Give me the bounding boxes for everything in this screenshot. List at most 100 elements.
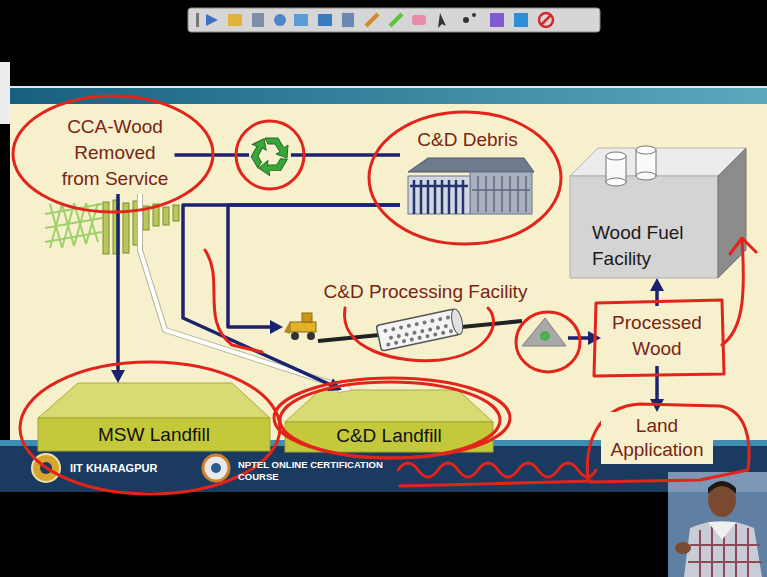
pen-annotation: [274, 378, 510, 458]
conveyor-illustration: [376, 309, 460, 351]
recycle-symbol: [246, 134, 291, 179]
label-slot: NPTEL ONLINE CERTIFICATION COURSE: [238, 459, 388, 483]
node-label: Land Application: [605, 414, 709, 462]
fence-illustration: [103, 202, 109, 254]
pen-toolbar: [342, 13, 354, 27]
pen-annotation: [400, 481, 592, 486]
conveyor-illustration: [402, 339, 407, 344]
conveyor-illustration: [302, 313, 312, 322]
conveyor-illustration: [433, 332, 438, 337]
facility-node: Wood Fuel Facility: [570, 148, 746, 278]
pen-toolbar: [412, 15, 426, 25]
conveyor-illustration: [404, 332, 409, 337]
landfill-illustration: [285, 390, 493, 422]
facility-illustration: [570, 148, 746, 176]
facility-illustration: [606, 178, 626, 186]
presenter-video: [708, 522, 736, 540]
recycle-symbol: [265, 138, 288, 158]
course-logo: [211, 463, 221, 473]
presenter-video: [684, 521, 762, 577]
pen-toolbar: [490, 13, 504, 27]
connector-line: [228, 205, 400, 327]
conveyor-illustration: [307, 332, 315, 340]
landfill-illustration: [38, 418, 270, 451]
conveyor-illustration: [407, 323, 412, 328]
pen-annotation: [13, 96, 213, 212]
conveyor-illustration: [422, 320, 427, 325]
pen-annotation: [594, 300, 724, 376]
conveyor-illustration: [383, 328, 388, 333]
building-illustration: [472, 176, 530, 212]
building-illustration: [408, 158, 534, 172]
pen-annotation: [516, 312, 580, 372]
conveyor-illustration: [376, 308, 465, 351]
pen-toolbar: [390, 14, 402, 26]
header-line: [10, 86, 767, 88]
fence-illustration: [163, 207, 169, 225]
footer-label: NPTEL ONLINE CERTIFICATION COURSE: [238, 459, 388, 483]
conveyor-illustration: [522, 318, 566, 346]
pen-toolbar: [228, 14, 242, 26]
pen-toolbar: [188, 8, 600, 32]
pen-annotation: [236, 121, 304, 189]
conveyor-illustration: [425, 334, 430, 339]
presenter-video: [668, 472, 767, 577]
landfill-node: C&D Landfill: [285, 390, 493, 452]
pen-toolbar: [318, 14, 332, 26]
pen-toolbar: [196, 13, 199, 27]
flow-arrow: [111, 194, 125, 383]
conveyor-illustration: [414, 322, 419, 327]
node-label: C&D Debris: [417, 128, 517, 152]
conveyor-illustration: [443, 324, 448, 329]
node-label: MSW Landfill: [98, 423, 210, 447]
pen-annotation: [722, 238, 756, 345]
conveyor-illustration: [449, 329, 454, 334]
conveyor-illustration: [383, 315, 453, 347]
footer-label: IIT KHARAGPUR: [70, 461, 190, 475]
window-edge: [0, 62, 10, 124]
connector-line: [140, 194, 343, 387]
conveyor-illustration: [446, 315, 451, 320]
conveyor-illustration: [389, 335, 394, 340]
recycle-symbol: [246, 138, 288, 179]
pen-toolbar: [206, 14, 218, 26]
pen-toolbar: [188, 8, 600, 32]
conveyor-illustration: [399, 325, 404, 330]
conveyor-illustration: [409, 337, 414, 342]
arrow-head: [270, 320, 283, 334]
pen-toolbar: [366, 14, 378, 26]
pen-annotation: [369, 112, 561, 244]
connector-line: [140, 194, 343, 387]
arrow-head: [111, 370, 125, 383]
pen-annotation: [398, 463, 596, 477]
landfill-node: MSW Landfill: [38, 383, 270, 451]
conveyor-illustration: [396, 334, 401, 339]
pen-toolbar: [472, 13, 476, 17]
conveyor-illustration: [420, 329, 425, 334]
conveyor-illustration: [291, 332, 299, 340]
pen-toolbar: [294, 14, 308, 26]
pen-toolbar: [252, 13, 264, 27]
course-logo: [203, 455, 229, 481]
process-node: C&D Processing Facility: [283, 280, 568, 350]
product-node: Processed Wood: [601, 306, 713, 366]
conveyor-illustration: [417, 335, 422, 340]
pen-annotation: [205, 250, 262, 352]
conveyor-illustration: [386, 342, 391, 347]
node-label: CCA-Wood Removed from Service: [58, 114, 173, 192]
pen-annotation: [587, 404, 749, 482]
presenter-video: [708, 481, 736, 494]
conveyor-illustration: [284, 308, 566, 351]
pen-toolbar: [541, 15, 551, 25]
node-label: Processed Wood: [605, 310, 709, 362]
conveyor-illustration: [412, 330, 417, 335]
connector-line: [116, 194, 120, 373]
pen-toolbar: [274, 14, 286, 26]
destination-node: Land Application: [601, 412, 713, 464]
conveyor-illustration: [441, 330, 446, 335]
landfill-illustration: [285, 390, 493, 452]
presenter-video: [688, 522, 762, 577]
facility-illustration: [636, 172, 656, 180]
facility-illustration: [570, 146, 746, 278]
